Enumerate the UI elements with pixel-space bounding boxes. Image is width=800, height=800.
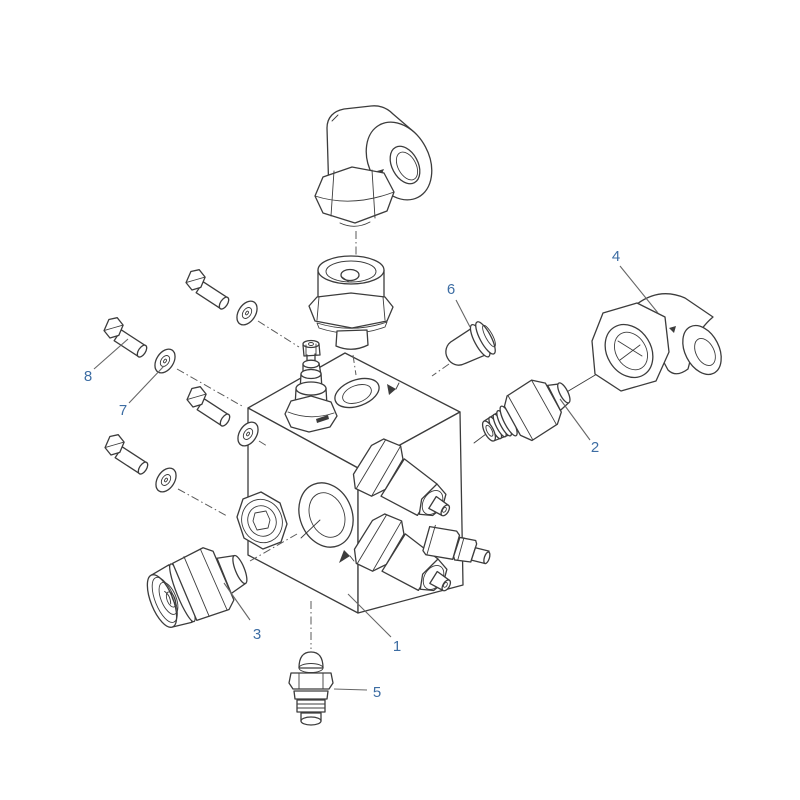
mounting-bolts (103, 269, 300, 517)
center-line (177, 488, 228, 517)
top-port (334, 377, 380, 409)
adapter-part-2 (481, 379, 571, 442)
leader-8 (93, 338, 129, 370)
callout-8: 8 (84, 368, 92, 385)
cartridge-valve-upper (352, 438, 451, 517)
callout-6: 6 (447, 281, 455, 298)
callout-leaders (93, 265, 659, 691)
bolt (185, 269, 230, 310)
callout-numbers: 1 2 3 4 5 6 7 8 (84, 248, 620, 701)
leader-1 (347, 593, 392, 638)
leader-5 (333, 688, 368, 691)
top-relief-valve (284, 339, 338, 433)
washer (237, 421, 259, 447)
leader-2 (559, 398, 591, 441)
callout-5: 5 (373, 684, 381, 701)
top-adapter-fitting (308, 255, 394, 350)
callout-1: 1 (393, 638, 401, 655)
elbow-hex-nut (314, 166, 395, 224)
leader-7 (128, 365, 165, 404)
center-line (176, 368, 243, 407)
elbow-part-4 (591, 293, 722, 392)
center-line (258, 440, 268, 447)
washer (236, 300, 258, 326)
leader-4 (619, 265, 659, 314)
bolt (186, 386, 231, 427)
plug-part-6 (445, 321, 496, 366)
left-face-hex-plug (236, 491, 288, 550)
bolt (104, 434, 149, 475)
center-line (257, 320, 300, 348)
callout-2: 2 (591, 439, 599, 456)
flow-arrow-icon (387, 382, 400, 395)
left-face-port (298, 482, 354, 548)
washer-7 (154, 348, 176, 374)
cartridge-valve-lower (353, 513, 452, 592)
top-elbow-fitting (314, 105, 433, 227)
center-line (249, 533, 298, 562)
center-line (352, 354, 357, 376)
assembly-axis (473, 433, 487, 444)
bolt (103, 317, 148, 358)
leader-6 (455, 299, 471, 328)
valve-part-5 (288, 651, 334, 726)
flow-arrow-icon (669, 326, 676, 333)
callout-7: 7 (119, 402, 127, 419)
flow-arrow-icon (339, 550, 355, 563)
callout-4: 4 (612, 248, 620, 265)
adapter-hex-nut (308, 292, 394, 329)
adjustment-stem (422, 524, 491, 565)
washer (155, 467, 177, 493)
center-line (431, 363, 450, 377)
fitting-part-3 (146, 547, 248, 628)
callout-3: 3 (253, 626, 261, 643)
leader-3 (223, 582, 251, 621)
